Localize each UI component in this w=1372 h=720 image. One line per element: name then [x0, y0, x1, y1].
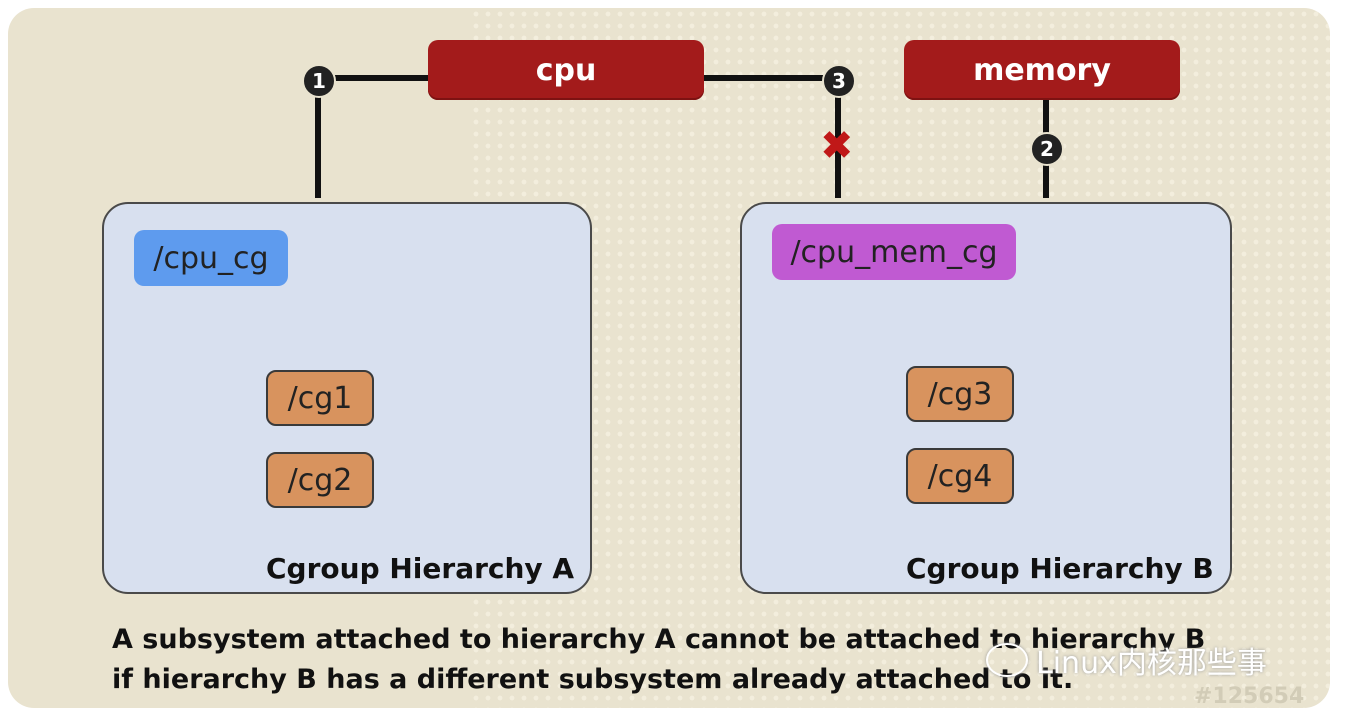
image-id-label: #125654: [1194, 684, 1305, 708]
wechat-logo-icon: [986, 643, 1028, 677]
cgroup-cg3: /cg3: [906, 366, 1014, 422]
subsystem-memory-pill: memory: [904, 40, 1180, 100]
subsystem-cpu-label: cpu: [535, 52, 597, 88]
cross-mark-icon: ✖: [820, 123, 854, 169]
link-cpu-to-hierarchy-a: [315, 75, 428, 198]
link-cpu-to-hierarchy-b: [704, 75, 841, 198]
marker-3: 3: [822, 64, 856, 98]
watermark: Linux内核那些事: [986, 638, 1267, 682]
caption-line-2: if hierarchy B has a different subsystem…: [112, 664, 1074, 695]
hierarchy-a-label: Cgroup Hierarchy A: [266, 552, 575, 585]
watermark-text: Linux内核那些事: [1036, 646, 1267, 681]
cgroup-cg2: /cg2: [266, 452, 374, 508]
diagram-canvas: cpu memory 1 3 2 ✖ /cpu_cg /cg1 /cg2 Cgr…: [8, 8, 1330, 708]
hierarchy-b-label: Cgroup Hierarchy B: [906, 552, 1214, 585]
cgroup-root-cpu-cg: /cpu_cg: [134, 230, 288, 286]
marker-2: 2: [1030, 132, 1064, 166]
cgroup-root-cpu-mem-cg: /cpu_mem_cg: [772, 224, 1016, 280]
cgroup-cg1: /cg1: [266, 370, 374, 426]
subsystem-memory-label: memory: [973, 52, 1111, 88]
cgroup-cg4: /cg4: [906, 448, 1014, 504]
subsystem-cpu-pill: cpu: [428, 40, 704, 100]
marker-1: 1: [302, 64, 336, 98]
